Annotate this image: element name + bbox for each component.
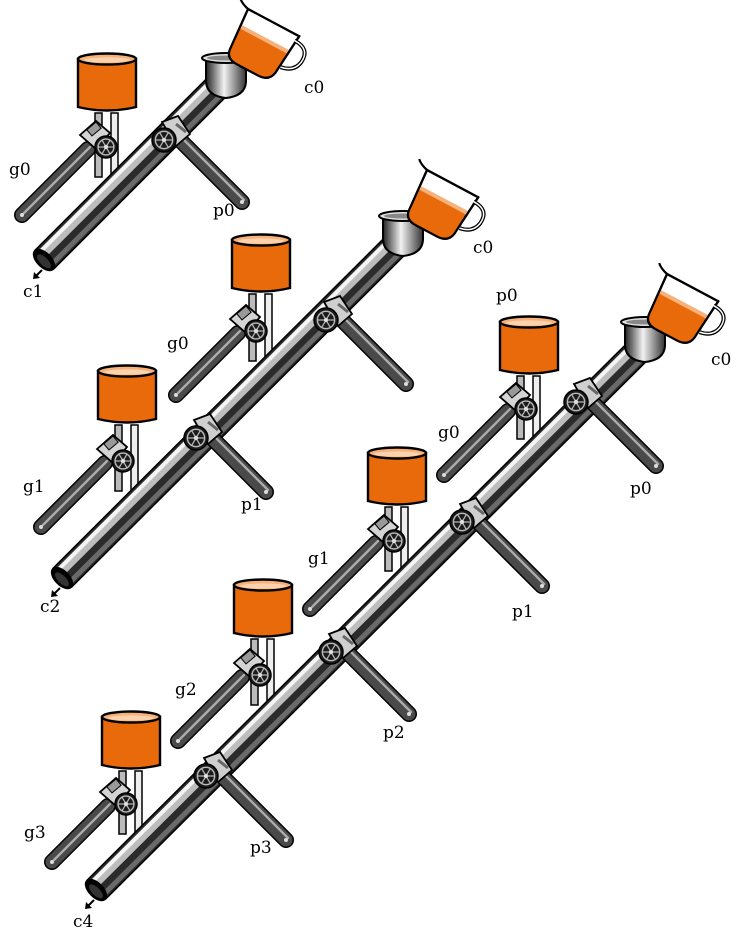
- label-proc-d2-0: p0: [496, 286, 518, 306]
- valve-wheel-icon: [183, 425, 209, 451]
- valve-wheel-icon: [313, 307, 339, 333]
- gen-valve-body: [95, 433, 129, 465]
- d2-jug: [406, 158, 486, 240]
- gen-valve-wheel-icon: [111, 449, 135, 473]
- proc-arm: [174, 134, 250, 210]
- gen-valve-wheel-icon: [94, 135, 118, 159]
- label-gen-d1-0: g0: [9, 160, 31, 180]
- d3-processor-2: [318, 626, 417, 722]
- proc-arm: [336, 314, 414, 392]
- tank: [232, 578, 294, 638]
- proc-arm: [216, 770, 294, 848]
- d3-jug: [646, 262, 726, 344]
- label-cup-d3: c0: [711, 350, 731, 370]
- d3-pipe: [84, 334, 655, 909]
- d2-processor-1: [183, 412, 274, 500]
- label-proc-d3-2: p2: [383, 723, 405, 743]
- valve-wheel-icon: [318, 639, 344, 665]
- proc-arm: [341, 646, 417, 722]
- gen-valve-wheel-icon: [514, 397, 538, 421]
- proc-arm: [472, 516, 550, 594]
- tank: [498, 315, 560, 375]
- gen-arm: [170, 669, 250, 749]
- tank: [76, 52, 138, 112]
- proc-arm: [206, 432, 274, 500]
- diagram-layer: [14, 0, 726, 909]
- gen-valve-body: [498, 381, 532, 413]
- gen-valve-body: [98, 776, 132, 808]
- gen-arm: [302, 535, 384, 617]
- tank: [96, 364, 158, 424]
- tank: [230, 233, 292, 293]
- proc-arm: [586, 396, 664, 474]
- label-cup-d2: c0: [473, 238, 493, 258]
- label-proc-d3-0: p0: [630, 479, 652, 499]
- gen-arm: [436, 403, 516, 483]
- d2-processor-0: [313, 294, 414, 392]
- tank: [100, 710, 162, 770]
- label-gen-d2-0: g0: [167, 334, 189, 354]
- label-cup-d1: c0: [304, 78, 324, 98]
- label-proc-d2-1: p1: [241, 495, 263, 515]
- gen-valve-wheel-icon: [248, 663, 272, 687]
- label-outlet-d3: c4: [73, 912, 93, 932]
- d3-processor-0: [563, 376, 664, 474]
- gen-arm: [44, 798, 116, 870]
- d1-jug: [227, 0, 307, 79]
- label-gen-d2-1: g1: [23, 477, 45, 497]
- tank: [366, 446, 428, 506]
- label-gen-d3-0: g0: [438, 423, 460, 443]
- d3-generator-0: [436, 315, 560, 483]
- gen-valve-body: [228, 303, 262, 335]
- gen-arm: [168, 325, 246, 403]
- d3-generator-3: [44, 710, 162, 870]
- d1-pipe: [32, 76, 228, 279]
- d2-generator-0: [168, 233, 292, 403]
- valve-wheel-icon: [449, 509, 475, 535]
- d3-generator-2: [170, 578, 294, 749]
- d2-generator-1: [33, 364, 158, 535]
- gen-arm: [14, 141, 96, 223]
- gen-valve-body: [78, 119, 112, 151]
- label-proc-d3-3: p3: [250, 838, 272, 858]
- label-gen-d3-1: g1: [308, 549, 330, 569]
- label-outlet-d1: c1: [23, 282, 43, 302]
- label-outlet-d2: c2: [40, 597, 60, 617]
- gen-valve-wheel-icon: [244, 319, 268, 343]
- label-gen-d3-2: g2: [175, 680, 197, 700]
- label-proc-d1-0: p0: [213, 201, 235, 221]
- label-gen-d3-3: g3: [24, 823, 46, 843]
- d3-generator-1: [302, 446, 428, 617]
- d1-processor-0: [151, 114, 250, 210]
- valve-wheel-icon: [563, 389, 589, 415]
- labels: c0 g0 p0 c1 c0 g0 p0 g1 p1 c2 c0 g0 p0 g…: [9, 78, 731, 932]
- gen-valve-body: [232, 647, 266, 679]
- valve-wheel-icon: [151, 127, 177, 153]
- d3-processor-3: [193, 750, 294, 848]
- d3-processor-1: [449, 496, 550, 594]
- gen-valve-body: [366, 513, 400, 545]
- valve-wheel-icon: [193, 763, 219, 789]
- gen-valve-wheel-icon: [114, 792, 138, 816]
- gen-valve-wheel-icon: [382, 529, 406, 553]
- d1-generator-0: [14, 52, 138, 223]
- gen-arm: [33, 455, 113, 535]
- label-proc-d3-1: p1: [512, 602, 534, 622]
